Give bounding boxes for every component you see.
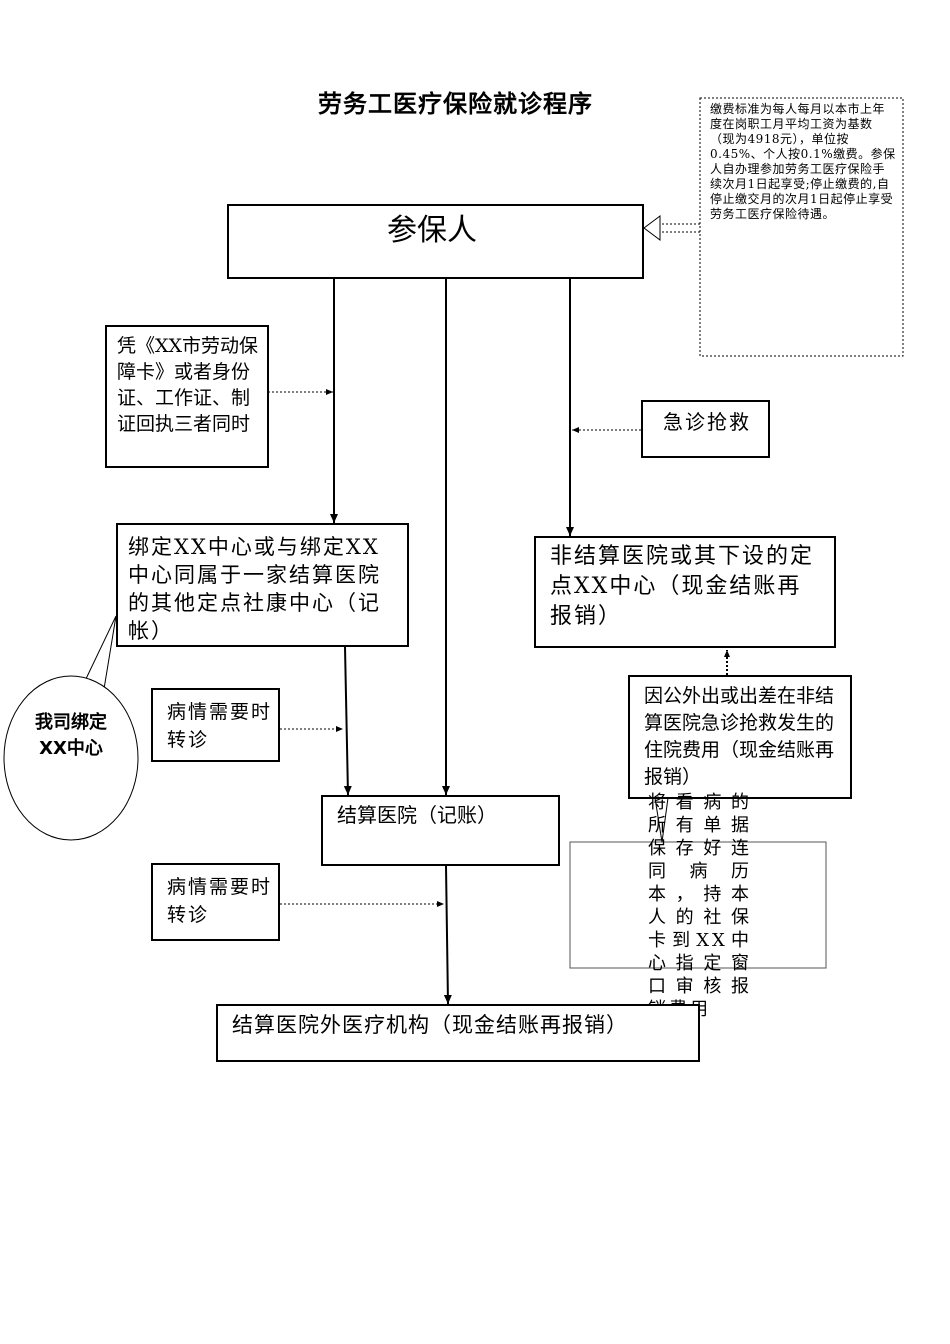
transfer2-text: 病情需要时转诊 [167, 876, 273, 926]
transfer1-box: 病情需要时转诊 [151, 688, 280, 762]
fee-note-border [699, 97, 904, 357]
insured-label: 参保人 [387, 213, 477, 248]
callout-ellipse [3, 675, 139, 841]
documents-note-border [569, 841, 827, 969]
non-settlement-box: 非结算医院或其下设的定点XX中心（现金结账再报销） [534, 536, 836, 648]
emergency-box: 急诊抢救 [641, 400, 770, 458]
page-title: 劳务工医疗保险就诊程序 [318, 90, 593, 118]
arrow-settlement-to-outside [443, 865, 452, 1005]
transfer1-text: 病情需要时转诊 [167, 701, 273, 751]
callout-text: 我司绑定XX中心 [35, 712, 107, 759]
bound-center-text: 绑定XX中心或与绑定XX中心同属于一家结算医院的其他定点社康中心（记帐） [128, 535, 381, 643]
fee-note-text: 缴费标准为每人每月以本市上年度在岗职工月平均工资为基数（现为4918元），单位按… [710, 102, 896, 221]
arrow-bound-center-to-settlement [343, 646, 352, 796]
documents-pointer [654, 797, 669, 843]
emergency-label: 急诊抢救 [663, 410, 751, 434]
hollow-arrow-head [643, 215, 661, 241]
non-settlement-text: 非结算医院或其下设的定点XX中心（现金结账再报销） [550, 544, 815, 629]
card-note-box: 凭《XX市劳动保障卡》或者身份证、工作证、制证回执三者同时 [105, 325, 269, 468]
documents-note-text: 将看病的所有单据保存好连同病历本，持本人的社保卡到XX中心指定窗口审核报销费用 [648, 792, 752, 1020]
card-note-text: 凭《XX市劳动保障卡》或者身份证、工作证、制证回执三者同时 [117, 335, 259, 435]
insured-box: 参保人 [227, 204, 644, 279]
business-trip-box: 因公外出或出差在非结算医院急诊抢救发生的住院费用（现金结账再报销） [628, 675, 852, 799]
bound-center-box: 绑定XX中心或与绑定XX中心同属于一家结算医院的其他定点社康中心（记帐） [116, 523, 409, 647]
outside-institution-box: 结算医院外医疗机构（现金结账再报销） [216, 1004, 700, 1062]
transfer2-box: 病情需要时转诊 [151, 863, 280, 941]
outside-institution-label: 结算医院外医疗机构（现金结账再报销） [232, 1013, 628, 1037]
business-trip-text: 因公外出或出差在非结算医院急诊抢救发生的住院费用（现金结账再报销） [644, 685, 835, 788]
settlement-hospital-label: 结算医院（记账） [337, 803, 497, 827]
callout-pointer [83, 615, 117, 690]
settlement-hospital-box: 结算医院（记账） [321, 795, 560, 866]
